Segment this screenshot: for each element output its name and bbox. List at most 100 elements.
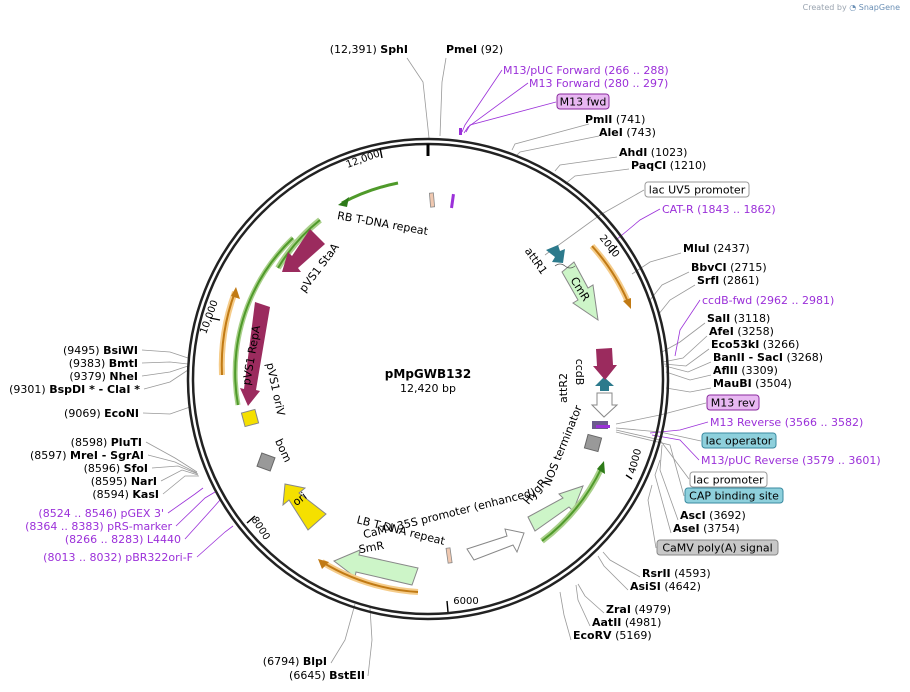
feature-box-label: M13 fwd (560, 96, 607, 109)
enzyme-label: (6794) BlpI (263, 655, 327, 668)
pvs1-oriv-box (240, 408, 260, 428)
credit-brand: SnapGene (858, 3, 900, 12)
feature-label: ccdB (573, 359, 586, 386)
feature-label: SmR (358, 539, 386, 556)
enzyme-label: PmlI (741) (585, 113, 645, 126)
enzyme-position: (2715) (727, 261, 767, 274)
feature-box-bg (701, 432, 777, 449)
enzyme-name: BspDI * - ClaI * (49, 383, 140, 396)
primer-label: CAT-R (1843 .. 1862) (662, 203, 776, 216)
enzyme-name: Eco53kI (711, 338, 759, 351)
enzyme-position: (3692) (706, 509, 746, 522)
feature-box-bg (556, 93, 610, 110)
feature-box-label: CaMV poly(A) signal (662, 542, 772, 555)
enzyme-name: AhdI (619, 146, 647, 159)
enzyme-name: BmtI (109, 357, 138, 370)
feature-box-bg (644, 181, 750, 198)
enzyme-name: AscI (680, 509, 706, 522)
snapgene-logo-icon: ◔ (849, 3, 857, 12)
feature-label: bom (272, 437, 294, 465)
camv-35s-promoter-arrow (466, 528, 525, 561)
enzyme-name: EcoNI (104, 407, 139, 420)
enzyme-position: (4979) (631, 603, 671, 616)
enzyme-name: AsiSI (630, 580, 661, 593)
enzyme-name: SfoI (124, 462, 148, 475)
enzyme-label: PmeI (92) (446, 43, 503, 56)
enzyme-name: AseI (673, 522, 700, 535)
enzyme-label: SalI (3118) (707, 312, 770, 325)
enzyme-name: MluI (683, 242, 710, 255)
enzyme-name: ZraI (606, 603, 631, 616)
backbone-outer (186, 137, 670, 621)
enzyme-label: AfeI (3258) (709, 325, 774, 338)
feature-label: pVS1 oriV (263, 362, 287, 418)
pvs1-staa-arrow (282, 229, 325, 272)
snapgene-credit: Created by ◔ SnapGene (803, 3, 900, 12)
enzyme-name: AfeI (709, 325, 734, 338)
enzyme-name: NheI (109, 370, 138, 383)
attr1-arrow (546, 245, 565, 263)
enzyme-name: SrfI (697, 274, 719, 287)
feature-box: lac promoter (689, 471, 768, 488)
feature-label: NOS terminator (541, 403, 585, 488)
plasmid-name: pMpGWB132 (385, 367, 471, 381)
lb-repeat-box (445, 547, 453, 564)
primer-label: M13/pUC Reverse (3579 .. 3601) (701, 454, 881, 467)
primer-label: ccdB-fwd (2962 .. 2981) (702, 294, 834, 307)
enzyme-position: (3118) (730, 312, 770, 325)
enzyme-label: (8597) MreI - SgrAI (30, 449, 144, 462)
enzyme-label: (12,391) SphI (330, 43, 408, 56)
ccdb-white-arrow (590, 392, 619, 418)
pvs1-repa-arrow (240, 302, 270, 406)
primer-label: M13 Forward (280 .. 297) (529, 77, 668, 90)
primer-label: (8013 .. 8032) pBR322ori-F (43, 551, 193, 564)
enzyme-position: (8594) (92, 488, 132, 501)
enzyme-name: NarI (131, 475, 157, 488)
enzyme-name: KasI (132, 488, 159, 501)
feature-label: RB T-DNA repeat (336, 209, 429, 238)
enzyme-name: BlpI (303, 655, 327, 668)
feature-box-label: lac operator (706, 435, 773, 448)
feature-label: attR1 (522, 245, 550, 277)
tick-label: 6000 (453, 596, 478, 607)
feature-box: M13 rev (706, 394, 760, 411)
feature-box-bg (706, 394, 760, 411)
enzyme-position: (6645) (289, 669, 329, 682)
primer-marker-icon (450, 193, 455, 209)
smr-arrow (333, 549, 419, 586)
primer-leader-lines (167, 69, 709, 558)
primer-label: (8266 .. 8283) L4440 (65, 533, 181, 546)
feature-box-bg (684, 487, 784, 504)
enzyme-label: RsrII (4593) (642, 567, 711, 580)
enzyme-name: EcoRV (573, 629, 612, 642)
enzyme-position: (8597) (30, 449, 70, 462)
enzyme-label: (8594) KasI (92, 488, 159, 501)
enzyme-label: AscI (3692) (680, 509, 746, 522)
enzyme-position: (2437) (710, 242, 750, 255)
hygr-arrow (527, 485, 584, 532)
enzyme-label: Eco53kI (3266) (711, 338, 799, 351)
enzyme-label: (8595) NarI (91, 475, 157, 488)
enzyme-label: (9495) BsiWI (63, 344, 138, 357)
enzyme-name: MreI - SgrAI (70, 449, 144, 462)
primer-marker-icon (596, 425, 610, 428)
feature-box-label: CAP binding site (689, 490, 779, 503)
enzyme-position: (743) (623, 126, 656, 139)
feature-box-label: M13 rev (711, 397, 756, 410)
credit-prefix: Created by (802, 3, 847, 12)
primer-marker-icon (459, 128, 462, 135)
arrow-head-icon (318, 559, 329, 569)
attr2-teal-arrow (595, 377, 614, 391)
enzyme-name: AleI (599, 126, 623, 139)
primer-label: (8524 .. 8546) pGEX 3' (38, 507, 164, 520)
enzyme-position: (1210) (666, 159, 706, 172)
feature-arc-1 (341, 181, 399, 205)
tick-label: 8000 (249, 515, 272, 542)
feature-box: CaMV poly(A) signal (656, 539, 779, 556)
enzyme-position: (3266) (759, 338, 799, 351)
arrow-head-icon (597, 461, 605, 474)
enzyme-label: AleI (743) (599, 126, 656, 139)
feature-box-bg (656, 539, 779, 556)
